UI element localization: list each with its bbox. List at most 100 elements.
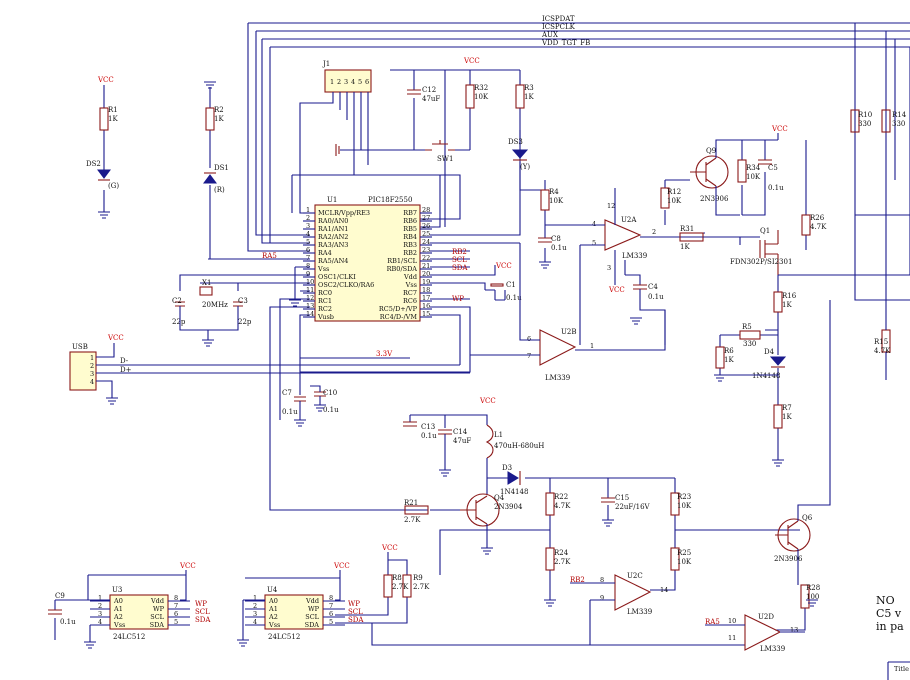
- led-ds2-branch: VCC R1 1K DS2 (G): [86, 76, 119, 212]
- r31-value: 1K: [680, 243, 690, 251]
- mosfet-q1: Q1 FDN302P/SI2301 R16 1K D4 1N4148 R7 1K: [730, 227, 910, 460]
- q9-part: 2N3906: [700, 195, 729, 203]
- r9-ref: R9: [413, 574, 423, 582]
- c8-value: 0.1u: [551, 244, 567, 252]
- r24-ref: R24: [554, 549, 569, 557]
- u1-left-pin-num: 1: [306, 206, 310, 214]
- u1-right-pin-num: 24: [422, 238, 430, 246]
- j1-pin-6: 6: [365, 78, 369, 86]
- u1-left-pin-num: 4: [306, 230, 310, 238]
- r6-value: 1K: [724, 356, 734, 364]
- u4-net-wp: WP: [348, 600, 360, 608]
- u3-net-sda: SDA: [195, 616, 211, 624]
- u1-left-pin-name: MCLR/Vpp/RE3: [318, 209, 370, 217]
- u1-left-pin-name: RC0: [318, 289, 332, 297]
- r28-value: 100: [806, 593, 819, 601]
- u1-left-pin-num: 5: [306, 238, 310, 246]
- r2-ref: R2: [214, 106, 224, 114]
- u2d-pin-10: 10: [728, 617, 736, 625]
- r10-value: 330: [858, 120, 871, 128]
- r22-value: 4.7K: [554, 502, 571, 510]
- j1-pin-4: 4: [351, 78, 355, 86]
- u3-ref: U3: [112, 586, 122, 594]
- c14-ref: C14: [453, 428, 468, 436]
- r4-ref: R4: [549, 188, 559, 196]
- u2b-pin-7: 7: [527, 352, 531, 360]
- u2b-ref: U2B: [561, 328, 577, 336]
- u1-left-pin-num: 7: [306, 254, 310, 262]
- c3-ref: C3: [238, 297, 248, 305]
- eeprom-left-pin-num: 2: [98, 602, 102, 610]
- l1-value: 470uH-680uH: [494, 442, 544, 450]
- u2d-pin-11: 11: [728, 634, 736, 642]
- u1-right-pin-num: 20: [422, 270, 430, 278]
- u1-right-pin-name: RB2: [403, 249, 417, 257]
- vcc-u3: VCC: [179, 562, 196, 570]
- r7-value: 1K: [782, 413, 792, 421]
- u2a-pin-2: 2: [652, 228, 656, 236]
- r6-ref: R6: [724, 347, 734, 355]
- vcc-l1: VCC: [479, 397, 496, 405]
- r15-value: 4.7K: [874, 347, 891, 355]
- right-resistors: R10 330 R14 330 R15 4.7K: [850, 109, 910, 380]
- r4-value: 10K: [549, 197, 564, 205]
- r22-ref: R22: [554, 493, 568, 501]
- vcc-r8-r9: VCC: [381, 544, 398, 552]
- vcc-usb: VCC: [107, 334, 124, 342]
- c2-value: 22p: [172, 318, 186, 326]
- u4-part: 24LC512: [268, 633, 300, 641]
- r14-value: 330: [892, 120, 905, 128]
- u1-left-pin-num: 13: [306, 302, 314, 310]
- net-label-icspdat: ICSPDAT: [542, 15, 575, 23]
- ground-symbol: [202, 339, 214, 347]
- r26-ref: R26: [810, 214, 825, 222]
- r25-ref: R25: [677, 549, 691, 557]
- u2d-pin-13: 13: [790, 626, 798, 634]
- c15-value: 22uF/16V: [615, 503, 651, 511]
- r2-value: 1K: [214, 115, 224, 123]
- u2c-pin-8: 8: [600, 576, 604, 584]
- decoupling-c7-c10: C7 0.1u C10 0.1u: [282, 385, 339, 420]
- note-line-1: NO: [876, 594, 895, 607]
- r3-ref: R3: [524, 84, 534, 92]
- transistor-q6: Q6 2N3906 R28 100: [774, 300, 831, 631]
- ground-symbols: [84, 81, 818, 649]
- u1-left-pin-num: 2: [306, 214, 310, 222]
- ds3-ref: DS3: [508, 138, 523, 146]
- ds1-color: (R): [214, 186, 225, 194]
- c12-value: 47uF: [422, 95, 440, 103]
- usb-pin-2: 2: [90, 362, 94, 370]
- u4-net-sda: SDA: [348, 616, 364, 624]
- r26-value: 4.7K: [810, 223, 827, 231]
- u1-right-pin-num: 21: [422, 262, 430, 270]
- net-label-icspclk: ICSPCLK: [542, 23, 576, 31]
- transistor-q9: Q9 2N3906 R12 10K R34 10K C5 0.1u VCC R2…: [660, 125, 827, 250]
- u1-left-pin-name: OSC1/CLKI: [318, 273, 356, 281]
- r25-value: 10K: [677, 558, 692, 566]
- ds1-ref: DS1: [214, 164, 229, 172]
- eeprom-left-pin-name: Vss: [113, 621, 125, 629]
- c13-value: 0.1u: [421, 432, 437, 440]
- r21-ref: R21: [404, 499, 418, 507]
- u2d-part: LM339: [760, 645, 785, 653]
- ground-symbol: [772, 459, 784, 467]
- u1-right-pin-num: 26: [422, 222, 430, 230]
- r32-value: 10K: [474, 93, 489, 101]
- u2b-pin-1: 1: [590, 342, 594, 350]
- u1-left-pin-num: 10: [306, 278, 314, 286]
- u1-right-pin-name: RB0/SDA: [387, 265, 418, 273]
- u1-right-pin-num: 22: [422, 254, 430, 262]
- u1-right-pin-num: 25: [422, 230, 430, 238]
- d4-part: 1N4148: [752, 372, 780, 380]
- eeprom-left-pin-name: A2: [268, 613, 278, 621]
- r14-ref: R14: [892, 111, 907, 119]
- u1-right-pin-num: 15: [422, 310, 430, 318]
- eeprom-right-pin-name: Vdd: [305, 597, 319, 605]
- eeprom-right-pin-num: 6: [174, 610, 178, 618]
- ground-symbol: [714, 374, 726, 382]
- ground-symbol: [806, 599, 818, 607]
